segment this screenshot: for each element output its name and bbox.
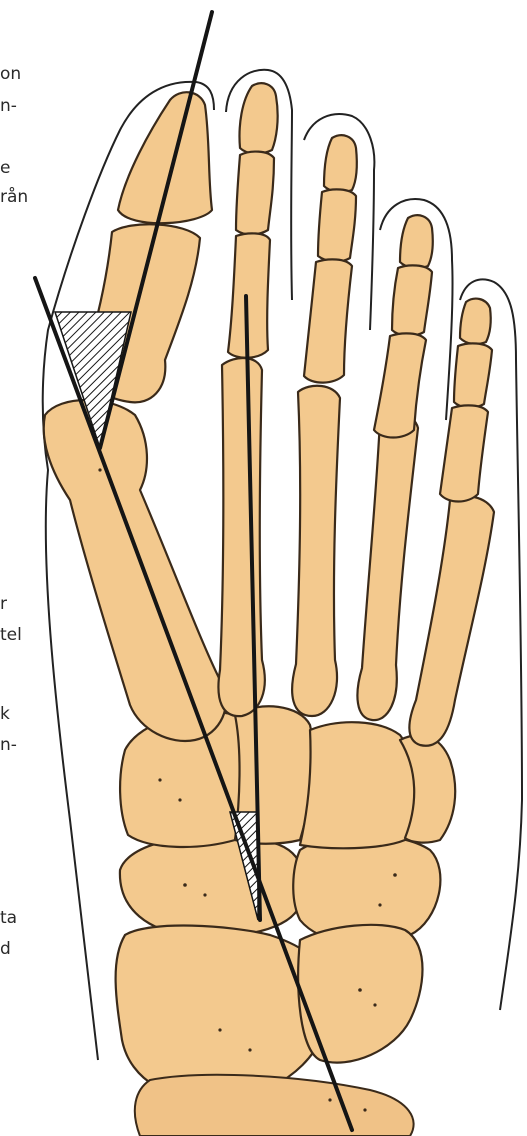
- tarsal-bones: [116, 706, 456, 1136]
- metatarsal-bones: [44, 358, 494, 746]
